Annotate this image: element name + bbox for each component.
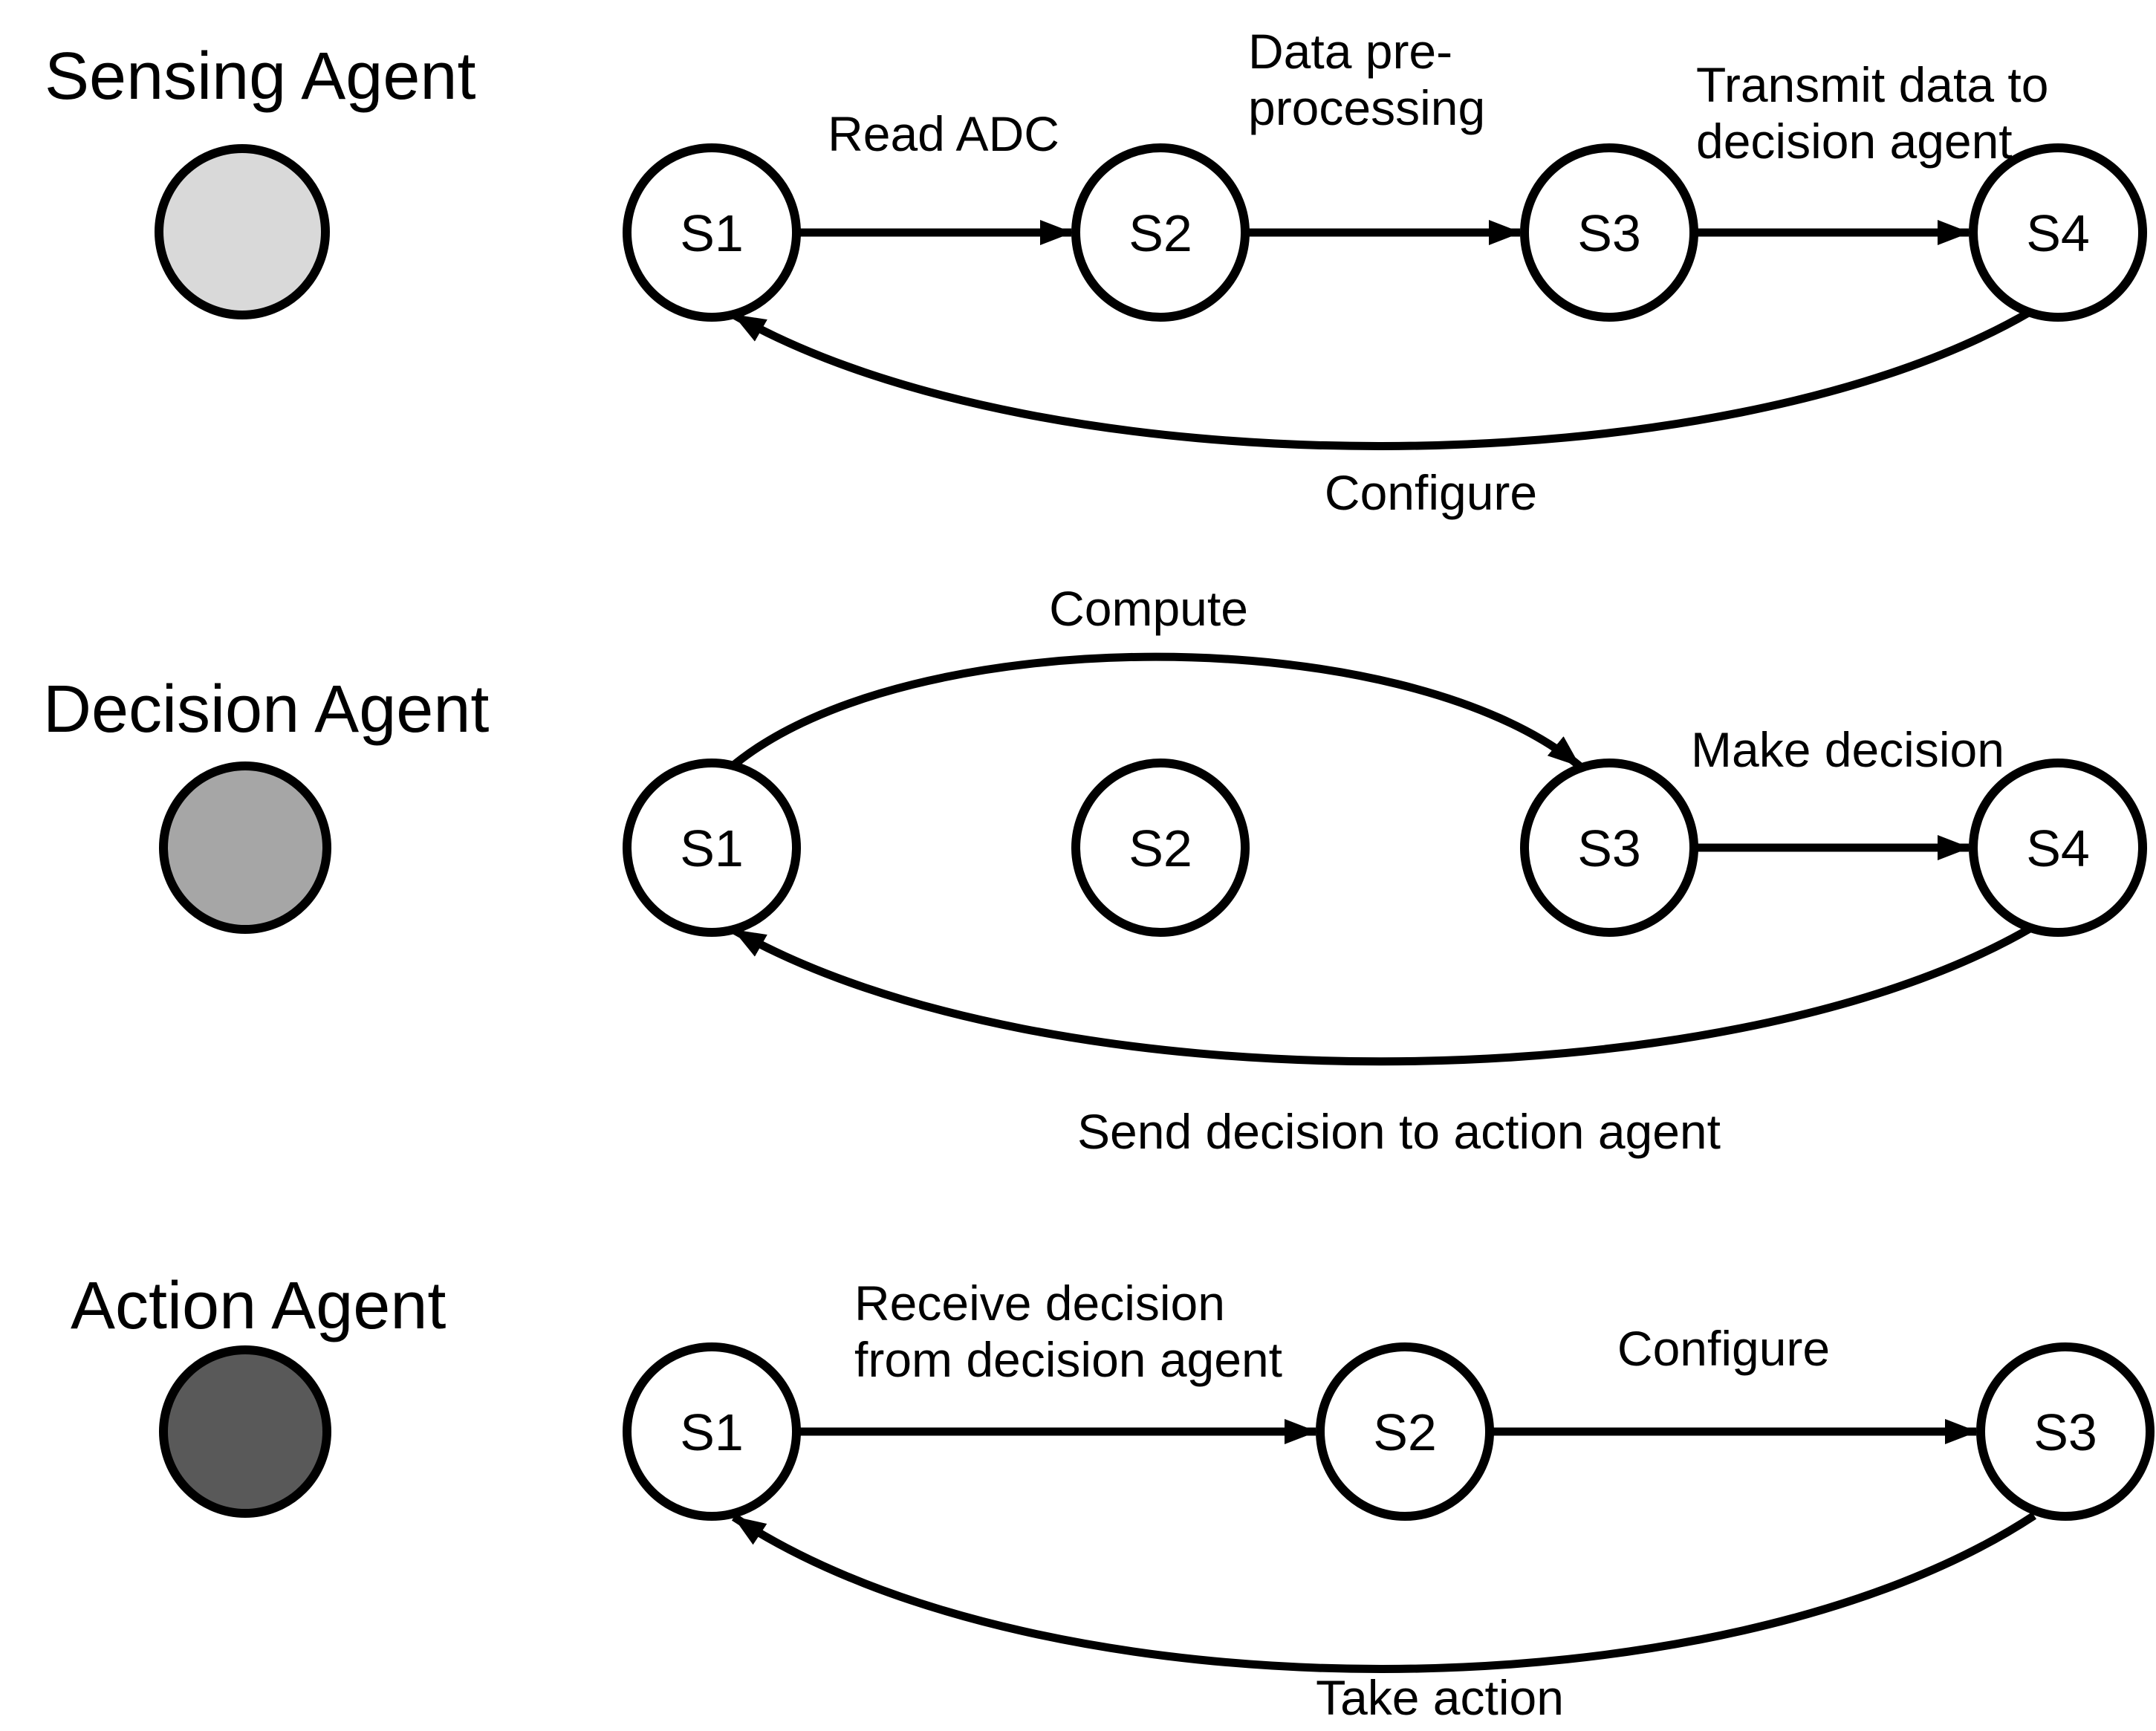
sensing-transmit-line1: Transmit data to [1696, 57, 2048, 112]
sensing-state-s4 [1969, 143, 2147, 322]
decision-state-s3-label: S3 [1577, 819, 1641, 877]
decision-state-s2 [1071, 759, 1250, 937]
action-state-s1-label: S1 [680, 1403, 744, 1461]
sensing-state-s3-label: S3 [1577, 204, 1641, 262]
sensing-transmit-line2: decision agent [1696, 114, 2013, 169]
decision-s4-s1-send-curve [732, 925, 2032, 1066]
action-state-s2 [1316, 1342, 1494, 1521]
decision-state-s1-label: S1 [680, 819, 744, 877]
action-state-s3 [1976, 1342, 2155, 1521]
action-take-action-label: Take action [1316, 1670, 1564, 1725]
action-state-s1 [623, 1342, 801, 1521]
action-agent-circle [159, 1345, 331, 1518]
decision-state-s3 [1520, 759, 1698, 937]
sensing-agent-title: Sensing Agent [45, 39, 475, 114]
sensing-data-preprocessing-label: Data pre- processing [1248, 24, 1485, 135]
decision-state-s4 [1969, 759, 2147, 937]
action-agent-title: Action Agent [71, 1269, 446, 1343]
sensing-state-s1-label: S1 [680, 204, 744, 262]
action-state-s3-label: S3 [2033, 1403, 2097, 1461]
decision-send-decision-label: Send decision to action agent [1077, 1104, 1721, 1159]
action-s3-s1-take-action-curve [731, 1512, 2037, 1673]
decision-agent-section: Decision Agent S1 S2 S3 S4 Compute Make … [43, 581, 2147, 1159]
decision-state-s1 [623, 759, 801, 937]
action-state-s2-label: S2 [1373, 1403, 1437, 1461]
sensing-state-s2-label: S2 [1129, 204, 1192, 262]
sensing-data-preprocessing-line1: Data pre- [1248, 24, 1452, 79]
sensing-state-s2 [1071, 143, 1250, 322]
sensing-s4-s1-configure-curve [732, 308, 2032, 450]
decision-agent-title: Decision Agent [43, 672, 489, 747]
decision-compute-label: Compute [1049, 581, 1248, 636]
decision-state-s4-label: S4 [2026, 819, 2090, 877]
action-agent-section: Action Agent S1 S2 S3 Receive decision f… [71, 1269, 2155, 1725]
sensing-agent-circle [155, 144, 330, 319]
sensing-configure-label: Configure [1325, 465, 1537, 520]
sensing-transmit-label: Transmit data to decision agent [1696, 57, 2062, 169]
sensing-state-s1 [623, 143, 801, 322]
decision-make-decision-label: Make decision [1691, 722, 2004, 777]
action-receive-decision-line2: from decision agent [854, 1332, 1282, 1387]
sensing-agent-section: Sensing Agent S1 S2 S3 S4 Read ADC Data … [45, 24, 2147, 520]
sensing-data-preprocessing-line2: processing [1248, 80, 1485, 135]
action-configure-label: Configure [1617, 1321, 1830, 1376]
decision-agent-circle [159, 761, 331, 934]
decision-s1-s3-compute-curve [729, 652, 1582, 770]
sensing-state-s4-label: S4 [2026, 204, 2090, 262]
action-receive-decision-line1: Receive decision [854, 1276, 1225, 1331]
action-receive-decision-label: Receive decision from decision agent [854, 1276, 1282, 1387]
decision-state-s2-label: S2 [1129, 819, 1192, 877]
sensing-state-s3 [1520, 143, 1698, 322]
sensing-read-adc-label: Read ADC [828, 106, 1059, 161]
